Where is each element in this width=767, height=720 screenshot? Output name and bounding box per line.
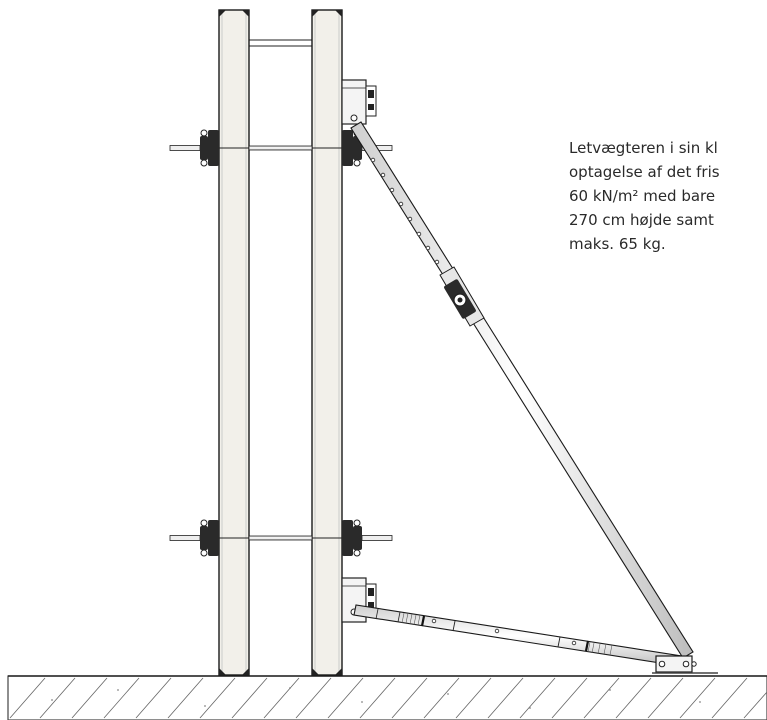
description-line: Letvægteren i sin kl: [569, 139, 718, 157]
description-line: 270 cm højde samt: [569, 211, 714, 229]
prop-base-plate: [652, 655, 718, 674]
wing-nut-lower-right: [342, 519, 362, 557]
wing-nut-upper-left: [200, 129, 219, 167]
tie-rod-lower: [169, 519, 393, 557]
description-line: 60 kN/m² med bare: [569, 187, 716, 205]
left-formwork-panel: [218, 9, 250, 676]
panel-top-spacer: [248, 39, 313, 47]
wing-nut-lower-left: [200, 519, 219, 557]
ground-slab: [7, 675, 767, 720]
ground-hatch: [9, 677, 767, 719]
description-line: optagelse af det fris: [569, 163, 720, 181]
right-formwork-panel: [311, 9, 343, 676]
lower-kicker-prop: [353, 604, 689, 668]
description-text: Letvægteren i sin kl optagelse af det fr…: [569, 136, 767, 256]
diagonal-push-pull-prop: [350, 121, 694, 659]
prop-adjustment-clamp: [444, 279, 476, 319]
description-line: maks. 65 kg.: [569, 235, 666, 253]
upper-prop-bracket: [341, 79, 377, 125]
